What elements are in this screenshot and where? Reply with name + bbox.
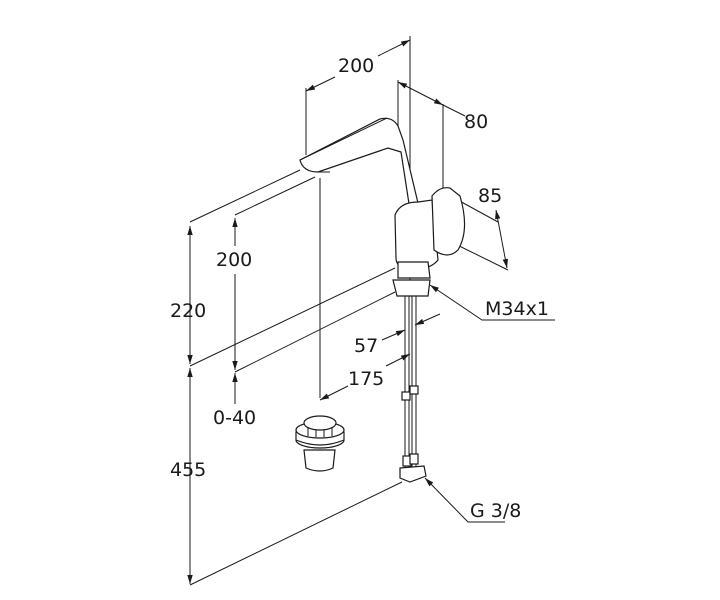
- dim-hose-length: 455: [170, 459, 206, 481]
- dim-spout-reach: 200: [338, 55, 374, 77]
- base-ring: [397, 261, 431, 279]
- drain-plug: [295, 415, 345, 472]
- dim-body-offset: 57: [354, 335, 378, 357]
- mixer-body: [394, 199, 439, 271]
- connection-label: G 3/8: [470, 500, 521, 522]
- hose-connector: [399, 465, 427, 483]
- dim-drain-offset: 175: [348, 368, 384, 390]
- dim-spout-height: 200: [216, 249, 252, 271]
- faucet: [299, 117, 466, 483]
- mounting-nut: [392, 279, 431, 297]
- dim-overall-height: 220: [170, 300, 206, 322]
- dim-deck-thickness: 0-40: [213, 407, 256, 429]
- dimension-lines: [187, 39, 555, 584]
- thread-label: M34x1: [485, 298, 549, 320]
- extension-lines: [189, 36, 509, 586]
- dim-body-depth: 80: [464, 111, 488, 133]
- lever-handle: [431, 187, 466, 256]
- dim-lever-height: 85: [478, 185, 502, 207]
